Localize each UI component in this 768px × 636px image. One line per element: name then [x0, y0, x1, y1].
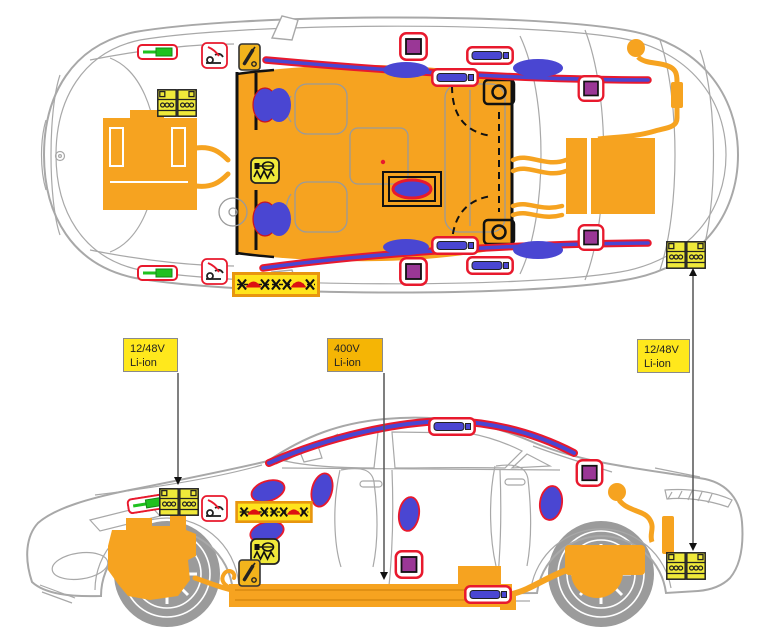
top-view — [40, 15, 740, 297]
srs-capacitor-resistor-icon — [250, 157, 280, 184]
inflator-cylinder-icon — [464, 585, 512, 604]
seatbelt-pretensioner-icon — [201, 258, 228, 285]
airbag-icon — [252, 59, 563, 259]
battery-12v-front-icon — [157, 89, 197, 117]
traction-battery-sill — [220, 566, 512, 607]
battery-12v-rear-icon — [666, 241, 706, 269]
hazard-dot — [380, 159, 386, 165]
seatbelt-pretensioner-icon — [201, 495, 228, 522]
label-chemistry: Li-ion — [130, 357, 157, 370]
cabin-area-top — [218, 64, 516, 262]
label-chemistry: Li-ion — [644, 358, 671, 371]
center-airbag-module — [382, 171, 442, 207]
hv-component-box — [458, 566, 501, 585]
pyro-unit-purple-icon — [577, 75, 605, 102]
inflator-cylinder-icon — [431, 236, 479, 255]
pyro-unit-purple-icon — [399, 257, 428, 286]
battery-12v-front-icon — [159, 488, 199, 516]
side-view — [26, 416, 744, 627]
charge-port — [597, 39, 683, 142]
pyro-unit-purple-icon — [399, 32, 428, 61]
rear-hv-components-top — [510, 39, 683, 219]
pyro-unit-purple-icon — [394, 550, 424, 579]
cut-zone-banner-icon — [232, 272, 320, 297]
charge-port-side — [608, 483, 674, 554]
label-chemistry: Li-ion — [334, 357, 361, 370]
inflator-cylinder-icon — [431, 68, 479, 87]
green-gas-strut-icon — [137, 44, 178, 60]
inflator-cylinder-icon — [428, 417, 476, 436]
mirror-left — [270, 15, 299, 41]
gas-strut-icon — [238, 559, 261, 587]
inflator-cylinder-icon — [466, 46, 514, 65]
cut-zone-banner-icon — [235, 501, 313, 523]
pyro-unit-purple-icon — [577, 224, 605, 251]
label-rear-battery: 12/48V Li-ion — [637, 339, 690, 373]
engine-block-side — [108, 516, 196, 600]
gas-strut-icon — [238, 43, 261, 71]
leader-lines — [174, 268, 697, 580]
electric-motor — [500, 545, 645, 610]
airbag-icon — [249, 472, 564, 544]
label-voltage: 12/48V — [644, 344, 679, 356]
engine-cable — [193, 145, 231, 189]
green-gas-strut-icon — [137, 265, 178, 281]
seatbelt-pretensioner-icon — [201, 42, 228, 69]
label-voltage: 12/48V — [130, 343, 165, 355]
label-voltage: 400V — [334, 343, 360, 355]
battery-12v-rear-icon — [666, 552, 706, 580]
label-traction-battery: 400V Li-ion — [327, 338, 383, 372]
engine-block-top — [103, 110, 231, 210]
label-front-battery: 12/48V Li-ion — [123, 338, 178, 372]
inflator-cylinder-icon — [466, 256, 514, 275]
pyro-unit-purple-icon — [575, 459, 604, 487]
